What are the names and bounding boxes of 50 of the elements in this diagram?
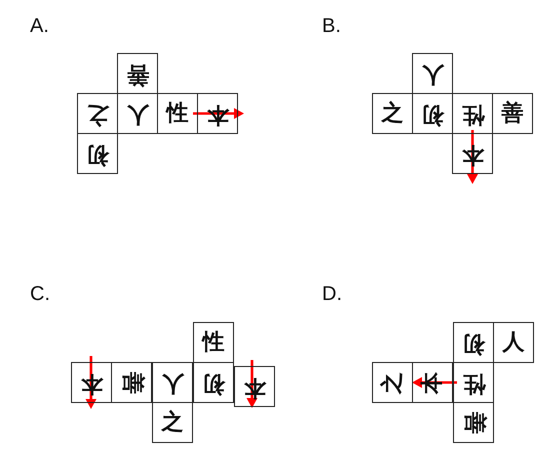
face-character: 之 (162, 412, 184, 434)
face-character: 人 (162, 372, 184, 394)
face-character: 人 (126, 102, 148, 124)
net-face (453, 402, 494, 443)
arrow (467, 130, 478, 184)
option-letter: B. (322, 16, 341, 36)
option-letter: A. (30, 16, 49, 36)
face-character: 本 (462, 142, 484, 164)
face-character: 初 (462, 332, 484, 354)
net-face (493, 322, 534, 363)
arrow (412, 377, 457, 388)
face-character: 性 (462, 102, 484, 124)
net-face (197, 93, 238, 134)
net-face (77, 133, 118, 174)
face-character: 之 (382, 102, 404, 124)
face-character: 初 (202, 372, 224, 394)
face-character: 人 (422, 62, 444, 84)
face-character: 之 (382, 372, 404, 394)
net-face (234, 366, 275, 407)
net-face (117, 53, 158, 94)
face-character: 初 (86, 142, 108, 164)
net-face (453, 362, 494, 403)
net-face (193, 362, 234, 403)
net-face (412, 53, 453, 94)
net-face (372, 362, 413, 403)
face-character: 初 (422, 102, 444, 124)
option-letter: D. (322, 284, 342, 304)
net-face (372, 93, 413, 134)
net-face (492, 93, 533, 134)
net-face (193, 322, 234, 363)
net-face (452, 133, 493, 174)
net-face (453, 322, 494, 363)
face-character: 本 (422, 372, 444, 394)
face-character: 本 (244, 376, 266, 398)
face-character: 本 (206, 102, 228, 124)
net-face (77, 93, 118, 134)
face-character: 善 (502, 102, 524, 124)
arrow (193, 108, 244, 119)
net-face (157, 93, 198, 134)
face-character: 人 (502, 332, 524, 354)
face-character: 性 (166, 102, 188, 124)
net-face (152, 402, 193, 443)
face-character: 性 (462, 372, 484, 394)
face-character: 性 (202, 332, 224, 354)
face-character: 本 (80, 372, 102, 394)
net-face (412, 362, 453, 403)
net-face (111, 362, 152, 403)
option-letter: C. (30, 284, 50, 304)
net-face (71, 362, 112, 403)
net-face (152, 362, 193, 403)
